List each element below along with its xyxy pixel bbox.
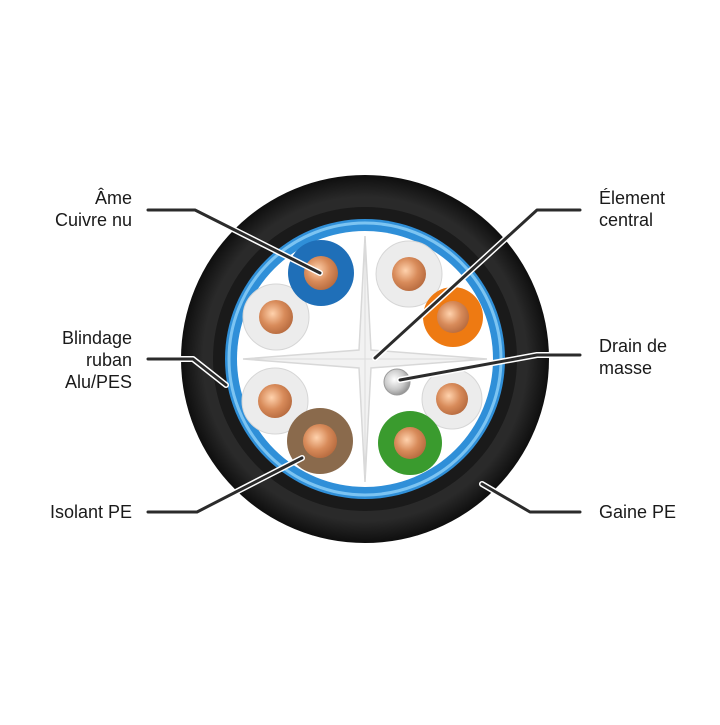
conductor-white-bottom-left bbox=[241, 367, 309, 435]
conductor-white-top-right bbox=[375, 240, 443, 308]
label-ame: Âme Cuivre nu bbox=[55, 187, 132, 231]
leader-isolant bbox=[145, 455, 305, 515]
label-gaine: Gaine PE bbox=[599, 501, 676, 523]
leader-drain bbox=[397, 352, 583, 383]
label-blindage-line2: ruban bbox=[85, 350, 132, 370]
drain-wire bbox=[383, 368, 411, 396]
leader-element-central bbox=[372, 207, 583, 361]
label-drain: Drain de masse bbox=[599, 335, 667, 379]
conductor-white-bottom-right bbox=[421, 368, 483, 430]
leader-ame bbox=[145, 207, 323, 276]
conductor-white-top-left bbox=[242, 283, 310, 351]
label-element-central-line2: central bbox=[599, 210, 654, 230]
label-ame-line1: Âme bbox=[94, 188, 132, 208]
label-element-central: Élement central bbox=[599, 187, 665, 231]
leader-blindage bbox=[145, 356, 229, 388]
label-blindage: Blindage ruban Alu/PES bbox=[62, 327, 132, 393]
label-blindage-line3: Alu/PES bbox=[64, 372, 132, 392]
label-element-central-line1: Élement bbox=[599, 188, 666, 208]
conductor-brown bbox=[287, 408, 353, 474]
label-ame-line2: Cuivre nu bbox=[54, 210, 132, 230]
conductor-orange bbox=[423, 287, 483, 347]
label-isolant-line1: Isolant PE bbox=[49, 502, 132, 522]
label-isolant: Isolant PE bbox=[50, 501, 132, 523]
conductor-green bbox=[378, 411, 442, 475]
label-blindage-line1: Blindage bbox=[61, 328, 132, 348]
leader-gaine bbox=[479, 481, 583, 515]
label-drain-line2: masse bbox=[599, 358, 653, 378]
label-gaine-line1: Gaine PE bbox=[599, 502, 677, 522]
label-drain-line1: Drain de bbox=[599, 336, 668, 356]
